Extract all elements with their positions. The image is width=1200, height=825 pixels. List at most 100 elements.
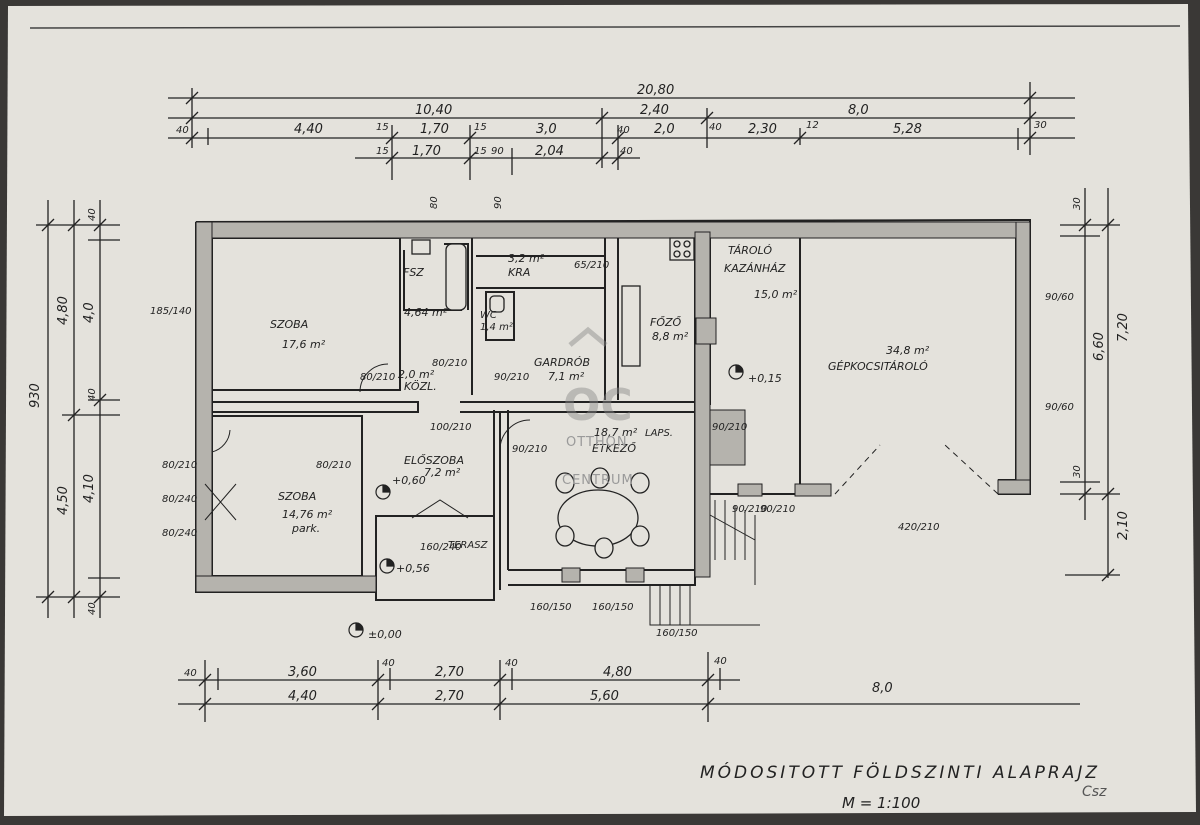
- bottom-dim-8-0: 8,0: [872, 681, 893, 696]
- bottom-dim-4-80: 4,80: [603, 665, 632, 680]
- room-fozo-name: FŐZŐ: [650, 315, 682, 329]
- room-eloszoba-area: 7,2 m²: [424, 466, 461, 479]
- door-label-2: 80/210: [360, 372, 395, 383]
- top-dim-8-0: 8,0: [848, 103, 869, 118]
- top-dim-12: 12: [806, 120, 819, 131]
- dimension-lines: [36, 82, 1120, 722]
- level-label-1: +0,15: [748, 372, 782, 385]
- right-dim-6-60: 6,60: [1092, 332, 1107, 361]
- left-dim-40c: 40: [87, 602, 98, 615]
- overall-width: 20,80: [637, 83, 674, 98]
- top-dim-40c: 40: [709, 122, 722, 133]
- top-dim-2-04: 2,04: [535, 144, 564, 159]
- left-dim-4-10: 4,10: [82, 474, 97, 503]
- door-label-6: 100/210: [430, 422, 472, 433]
- wall-hatching: [195, 221, 1031, 593]
- door-label-20: 90/210: [760, 504, 795, 515]
- left-dim-4-0: 4,0: [82, 302, 97, 323]
- watermark-line1: OTTHON: [566, 435, 628, 450]
- room-fozo-area: 8,8 m²: [652, 330, 689, 343]
- dimension-texts: 20,80 10,40 2,40 8,0 40 4,40 15 1,70 15 …: [28, 83, 1131, 704]
- level-label-3: +0,56: [396, 562, 430, 575]
- door-label-24: 90/210: [732, 504, 767, 515]
- bottom-dim-40c: 40: [505, 658, 518, 669]
- watermark-logo: OC: [563, 326, 633, 431]
- door-label-16: 160/150: [530, 602, 572, 613]
- room-wc-area: 1,4 m²: [480, 322, 513, 333]
- room-tarolo-sub: KAZÁNHÁZ: [724, 262, 786, 275]
- room-garage-area: 34,8 m²: [886, 344, 930, 357]
- plan-scale: M = 1:100: [842, 794, 920, 812]
- door-label-13: 80/240: [162, 528, 197, 539]
- right-dim-7-20: 7,20: [1116, 313, 1131, 342]
- left-dim-40a: 40: [87, 208, 98, 221]
- doors-and-stairs: [204, 363, 999, 626]
- left-dim-4-80: 4,80: [56, 296, 71, 325]
- door-label-12: 80/240: [162, 494, 197, 505]
- door-label-15: 160/240: [420, 542, 462, 553]
- room-szoba2-area: 14,76 m²: [282, 508, 333, 521]
- top-dim-1-70b: 1,70: [412, 144, 441, 159]
- door-label-10: 80/210: [162, 460, 197, 471]
- top-dim-2-30: 2,30: [748, 122, 777, 137]
- top-dim-10-40: 10,40: [415, 103, 452, 118]
- room-szoba2-note: park.: [291, 522, 320, 535]
- top-dim-4-40: 4,40: [294, 122, 323, 137]
- bottom-dim-3-60: 3,60: [288, 665, 317, 680]
- bottom-dim-40d: 40: [714, 656, 727, 667]
- level-label-4: ±0,00: [368, 628, 402, 641]
- door-labels: 185/140 80/210 65/210 80/210 90/210 100/…: [150, 260, 1074, 639]
- door-label-1: 185/140: [150, 306, 192, 317]
- top-opening-90: 90: [493, 196, 504, 209]
- top-dim-15a: 15: [376, 122, 389, 133]
- right-dim-30b: 30: [1072, 465, 1083, 478]
- watermark-line2: CENTRUM: [562, 473, 634, 488]
- top-dim-2-0: 2,0: [654, 122, 675, 137]
- door-label-8: 90/210: [712, 422, 747, 433]
- border-line: [29, 25, 1181, 29]
- room-eloszoba-name: ELŐSZOBA: [404, 453, 464, 467]
- furniture: [411, 237, 695, 559]
- top-dim-40d: 40: [620, 146, 633, 157]
- watermark-oc: OC: [563, 380, 633, 431]
- top-dim-1-70: 1,70: [420, 122, 449, 137]
- room-etkezo-area: 18,7 m²: [594, 426, 638, 439]
- door-label-19: 420/210: [898, 522, 940, 533]
- room-kozl-area: 2,0 m²: [398, 368, 435, 381]
- plan-title: MÓDOSITOTT FÖLDSZINTI ALAPRAJZ: [700, 761, 1100, 783]
- bottom-dim-2-70: 2,70: [435, 665, 464, 680]
- top-dim-15b: 15: [474, 122, 487, 133]
- left-dim-40b: 40: [87, 388, 98, 401]
- paper-sheet: [4, 4, 1196, 816]
- room-etkezo-name: ÉTKEZŐ: [592, 441, 636, 455]
- right-dim-2-10: 2,10: [1116, 511, 1131, 540]
- room-gardrob-name: GARDRÓB: [534, 356, 590, 369]
- door-label-4: 80/210: [432, 358, 467, 369]
- door-label-17: 160/150: [592, 602, 634, 613]
- room-fsz-area: 4,64 m²: [404, 306, 448, 319]
- level-label-2: +0,60: [392, 474, 426, 487]
- top-dim-15d: 15: [474, 146, 487, 157]
- bottom-dim-4-40: 4,40: [288, 689, 317, 704]
- door-label-21: 90/60: [1045, 292, 1074, 303]
- top-dim-3-0: 3,0: [536, 122, 557, 137]
- left-dim-930: 930: [28, 383, 43, 408]
- top-dim-2-40: 2,40: [640, 103, 669, 118]
- door-label-7: 90/210: [512, 444, 547, 455]
- room-kra-area: 3,2 m²: [508, 252, 545, 265]
- bottom-dim-40a: 40: [184, 668, 197, 679]
- top-dim-15c: 15: [376, 146, 389, 157]
- level-labels: +0,15 +0,60 +0,56 ±0,00: [368, 372, 782, 641]
- right-dim-30a: 30: [1072, 197, 1083, 210]
- room-garage-name: GÉPKOCSITÁROLÓ: [828, 360, 928, 373]
- bottom-dim-5-60: 5,60: [590, 689, 619, 704]
- top-dim-90: 90: [491, 146, 504, 157]
- door-label-5: 90/210: [494, 372, 529, 383]
- room-tarolo-area: 15,0 m²: [754, 288, 798, 301]
- top-dim-30: 30: [1034, 120, 1047, 131]
- room-szoba1-area: 17,6 m²: [282, 338, 326, 351]
- room-gardrob-area: 7,1 m²: [548, 370, 585, 383]
- room-labels: SZOBA 17,6 m² SZOBA 14,76 m² park. FSZ 4…: [270, 244, 930, 551]
- room-kozl-name: KÖZL.: [404, 380, 437, 393]
